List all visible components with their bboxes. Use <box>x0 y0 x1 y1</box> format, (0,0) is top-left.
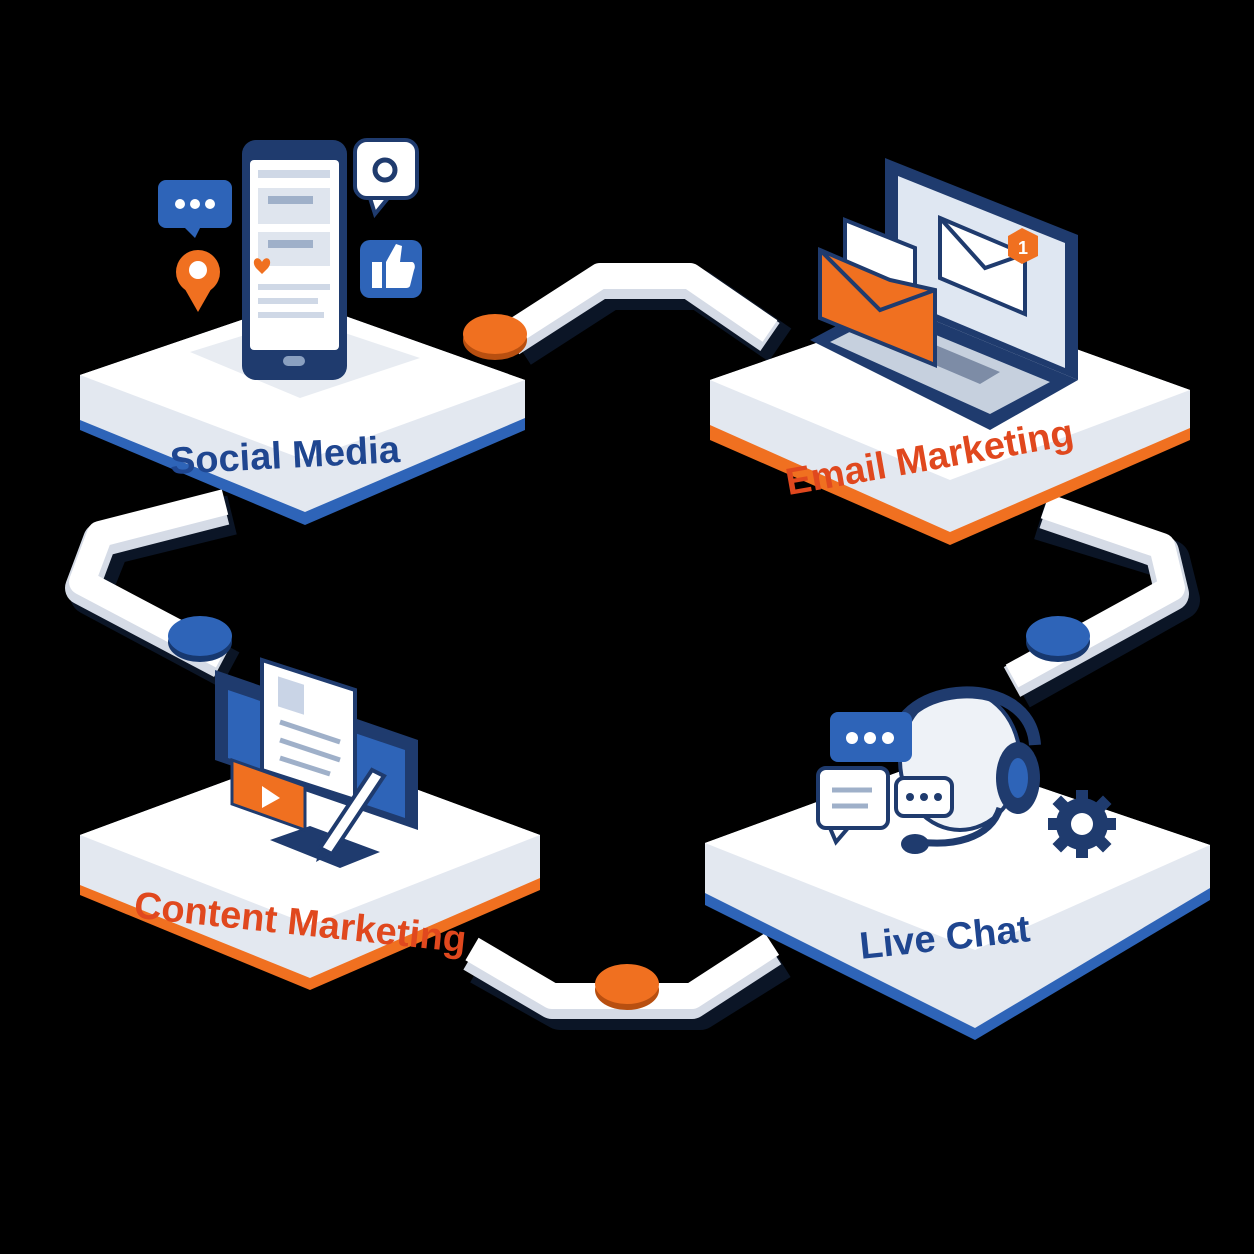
node-live-chat: Live Chat <box>705 686 1210 1040</box>
notification-badge-icon: 1 <box>1008 228 1038 264</box>
open-envelope-icon <box>818 217 937 368</box>
node-social-media: Social Media <box>80 138 525 525</box>
notification-badge-count: 1 <box>1018 238 1028 258</box>
node-content-marketing: Content Marketing <box>80 657 540 990</box>
connector-dot-bottom <box>595 964 659 1004</box>
connector-dot-right <box>1026 616 1090 656</box>
envelope-icon <box>938 214 1027 318</box>
gear-icon <box>1048 790 1116 858</box>
typing-bubble-icon <box>894 776 954 818</box>
location-pin-icon <box>176 250 220 312</box>
connector-left <box>65 489 240 688</box>
platform-content-marketing <box>80 750 540 990</box>
connector-dots <box>168 314 1090 1010</box>
node-email-marketing: 1 Email Marketing <box>710 158 1190 545</box>
connector-dot-top <box>463 314 527 354</box>
heart-icon <box>253 258 271 274</box>
connector-tracks <box>65 263 1200 1030</box>
speech-bubble-icon <box>353 138 419 219</box>
video-play-icon <box>230 757 307 833</box>
connector-dot-left <box>168 616 232 656</box>
pen-icon <box>316 767 387 862</box>
smartphone-icon <box>242 140 347 380</box>
message-bubble-icon <box>816 766 890 846</box>
connector-right <box>1003 493 1200 708</box>
document-icon <box>260 657 357 803</box>
chat-bubble-icon <box>158 180 232 238</box>
chat-bubble-icon <box>830 712 912 762</box>
like-thumbs-up-icon <box>360 240 422 298</box>
connector-top <box>500 263 792 365</box>
